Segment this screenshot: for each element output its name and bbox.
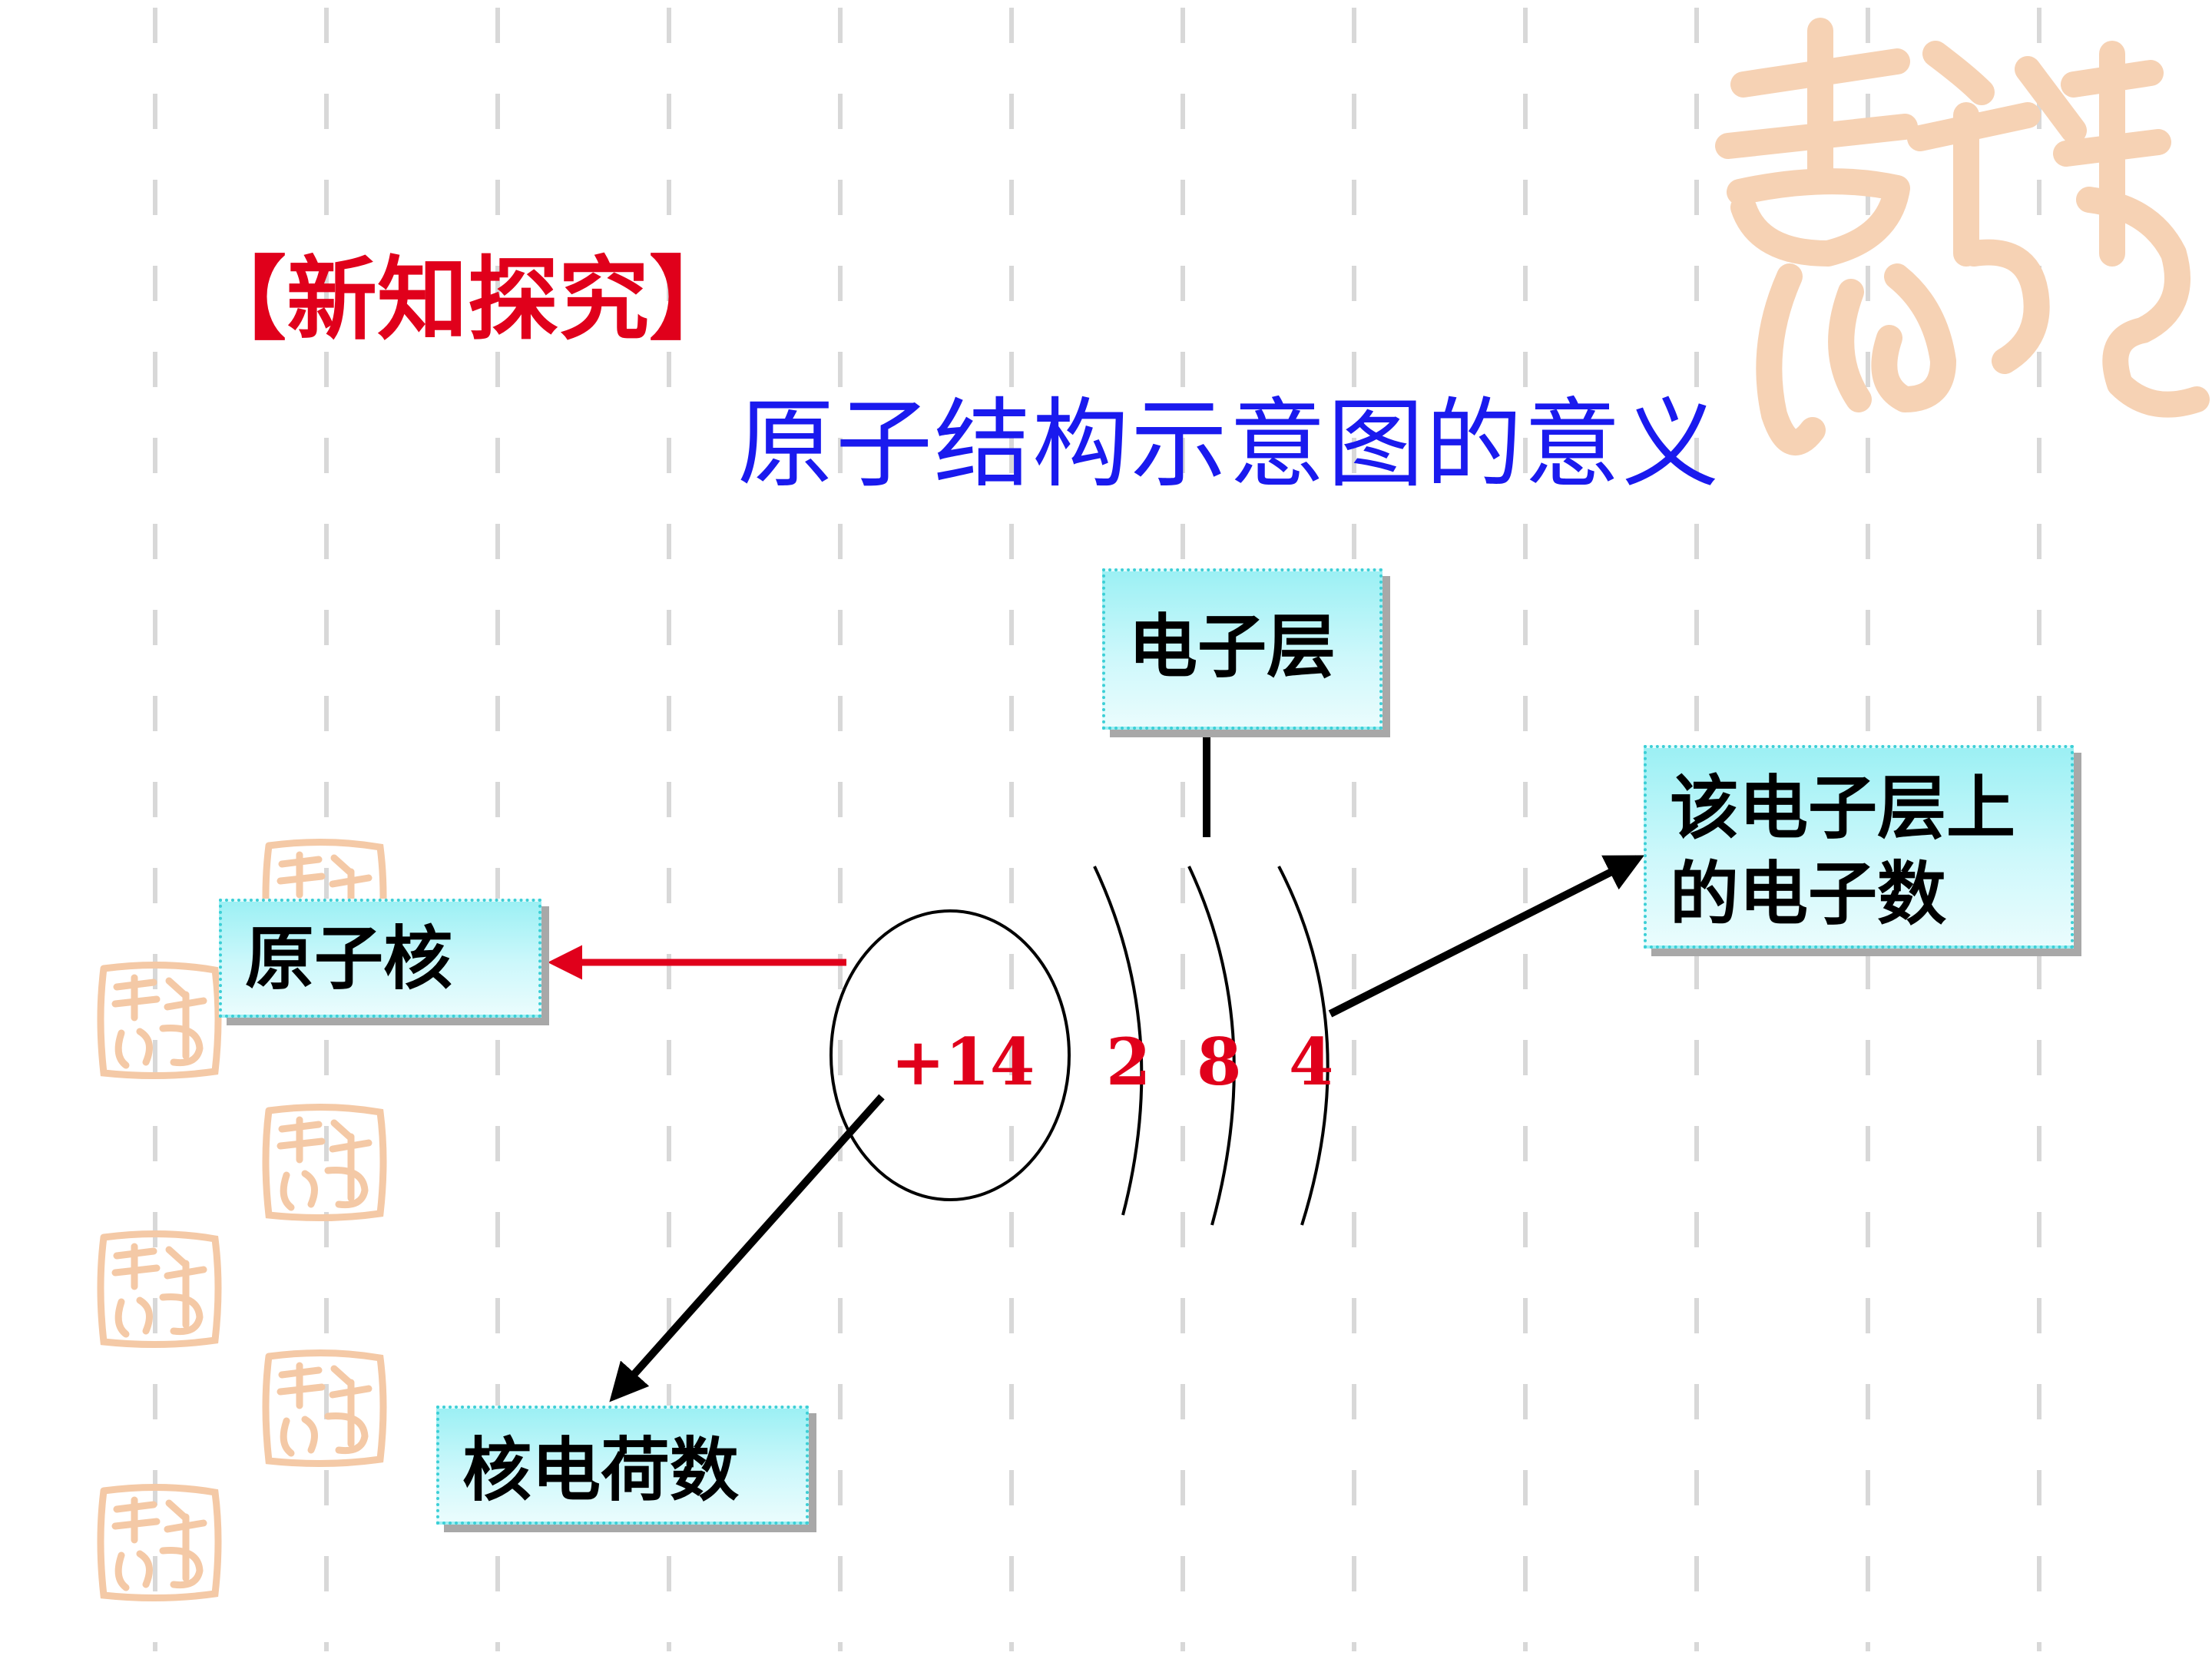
diagram-title: 原子结构示意图的意义	[737, 388, 1720, 501]
seal-stamp	[262, 1349, 387, 1468]
shell-2-electron-count: 8	[1197, 1024, 1241, 1100]
nuclear-charge-label-box: 核电荷数	[436, 1406, 809, 1525]
calligraphy-logo-large	[1715, 18, 2210, 455]
shell-arc-2	[1187, 866, 1236, 1226]
seal-stamp	[97, 961, 222, 1080]
arrow-to-nuclear-charge-label	[609, 1094, 885, 1402]
electrons-on-shell-label-line-2: 的电子数	[1670, 853, 1946, 935]
shell-3-electron-count: 4	[1289, 1024, 1333, 1100]
decorative-seals	[97, 838, 387, 1602]
nuclear-charge-value: +14	[891, 1024, 1035, 1100]
nucleus-label-box: 原子核	[219, 899, 541, 1018]
electron-shell-label-box: 电子层	[1102, 568, 1382, 730]
shell-arc-3	[1277, 866, 1330, 1226]
seal-stamp	[262, 1103, 387, 1222]
electron-shell-label: 电子层	[1128, 606, 1336, 687]
seal-stamp	[97, 1483, 222, 1602]
electrons-on-shell-label-box: 该电子层上 的电子数	[1644, 745, 2074, 949]
electrons-on-shell-label-line-1: 该电子层上	[1670, 767, 2015, 849]
seal-stamp	[97, 1230, 222, 1349]
shell-1-electron-count: 2	[1106, 1024, 1151, 1100]
nucleus-label: 原子核	[245, 918, 452, 999]
shell-arc-1	[1093, 866, 1144, 1216]
nucleus-circle	[830, 909, 1071, 1201]
section-heading: 【新知探究】	[196, 246, 740, 353]
arrow-to-electron-count-label	[1328, 855, 1644, 1018]
nuclear-charge-label: 核电荷数	[462, 1429, 739, 1511]
